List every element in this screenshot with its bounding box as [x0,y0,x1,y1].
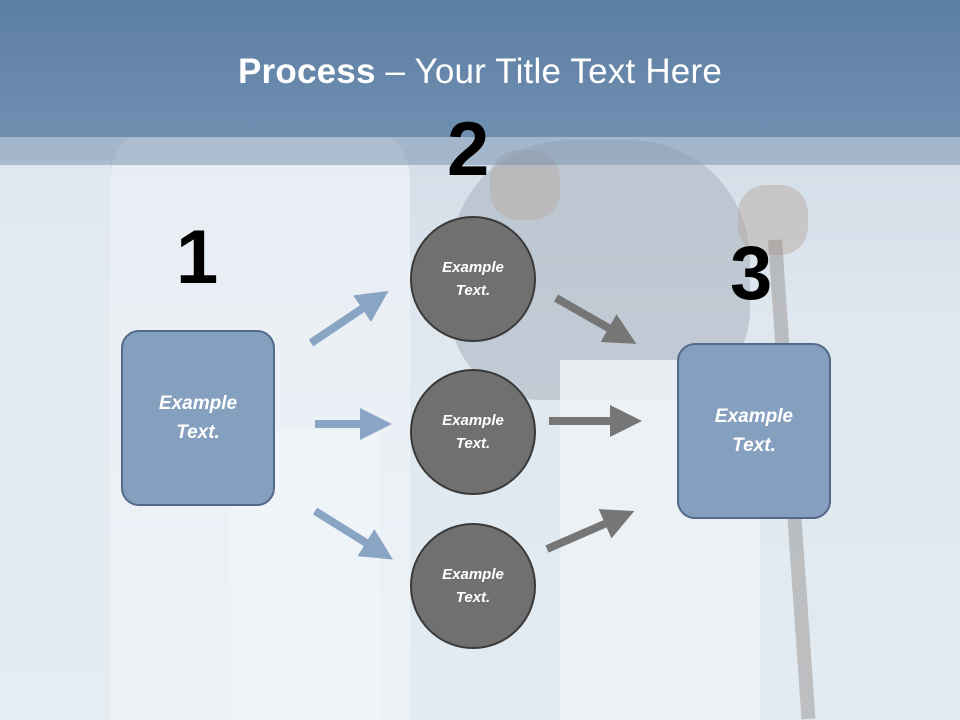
circle-top-text: Example Text. [442,259,504,299]
background-wall [0,160,110,720]
title-bar [0,0,960,137]
arrow-up-blue [308,290,389,347]
background-hand-cane [738,185,808,255]
arrow-down-gray [554,294,637,344]
step-3-box: Example Text. [677,343,831,519]
step-2-circle-middle: Example Text. [410,369,536,495]
step-number-3: 3 [730,231,773,316]
title-band [0,137,960,165]
slide-title: Process – Your Title Text Here [0,52,960,92]
step-3-box-text: Example Text. [714,406,794,456]
step-1-box: Example Text. [121,330,275,506]
circle-bottom-text: Example Text. [442,566,504,606]
title-bold: Process [238,52,376,91]
step-number-1: 1 [176,215,219,300]
step-2-circle-bottom: Example Text. [410,523,536,649]
arrow-down-blue [312,507,393,560]
step-1-box-text: Example Text. [158,393,238,443]
circle-middle-text: Example Text. [442,412,504,452]
arrow-up-gray [545,509,635,553]
title-rest: – Your Title Text Here [375,52,722,91]
step-number-2: 2 [447,107,490,192]
step-2-circle-top: Example Text. [410,216,536,342]
